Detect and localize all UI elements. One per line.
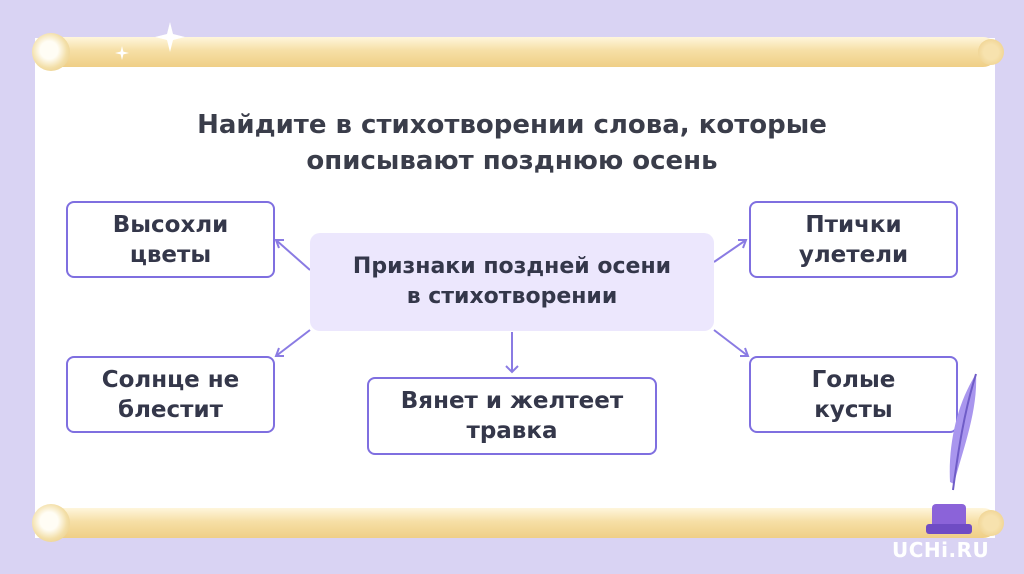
center-node-line2: в стихотворении (406, 284, 618, 309)
node-bottom-left: Солнце не блестит (66, 356, 275, 433)
node-line: Птички (805, 211, 902, 238)
quill-pen-icon (926, 373, 977, 534)
node-line: кусты (814, 396, 893, 423)
center-node: Признаки поздней осени в стихотворении (310, 233, 714, 331)
node-top-right: Птички улетели (749, 201, 958, 278)
node-top-left: Высохли цветы (66, 201, 275, 278)
slide-title-line2: описывают позднюю осень (306, 146, 718, 176)
node-line: Вянет и желтеет (400, 388, 624, 414)
node-line: цветы (129, 241, 212, 268)
node-line: Голые (811, 366, 896, 393)
node-line: Высохли (112, 211, 229, 238)
sparkle-icon (155, 22, 185, 52)
sparkle-icon (115, 46, 129, 60)
uchi-logo: UCHi.RU (892, 538, 990, 562)
node-line: травка (466, 418, 558, 444)
center-node-line1: Признаки поздней осени (352, 254, 672, 279)
node-bottom-right: Голые кусты (749, 356, 958, 433)
node-line: блестит (118, 396, 223, 423)
scroll-top-roll (32, 33, 1004, 71)
slide-title-line1: Найдите в стихотворении слова, которые (197, 110, 827, 140)
node-line: Солнце не (101, 366, 240, 393)
node-bottom-center: Вянет и желтеет травка (367, 377, 657, 455)
scroll-bottom-roll (32, 504, 1004, 542)
node-line: улетели (798, 241, 909, 268)
